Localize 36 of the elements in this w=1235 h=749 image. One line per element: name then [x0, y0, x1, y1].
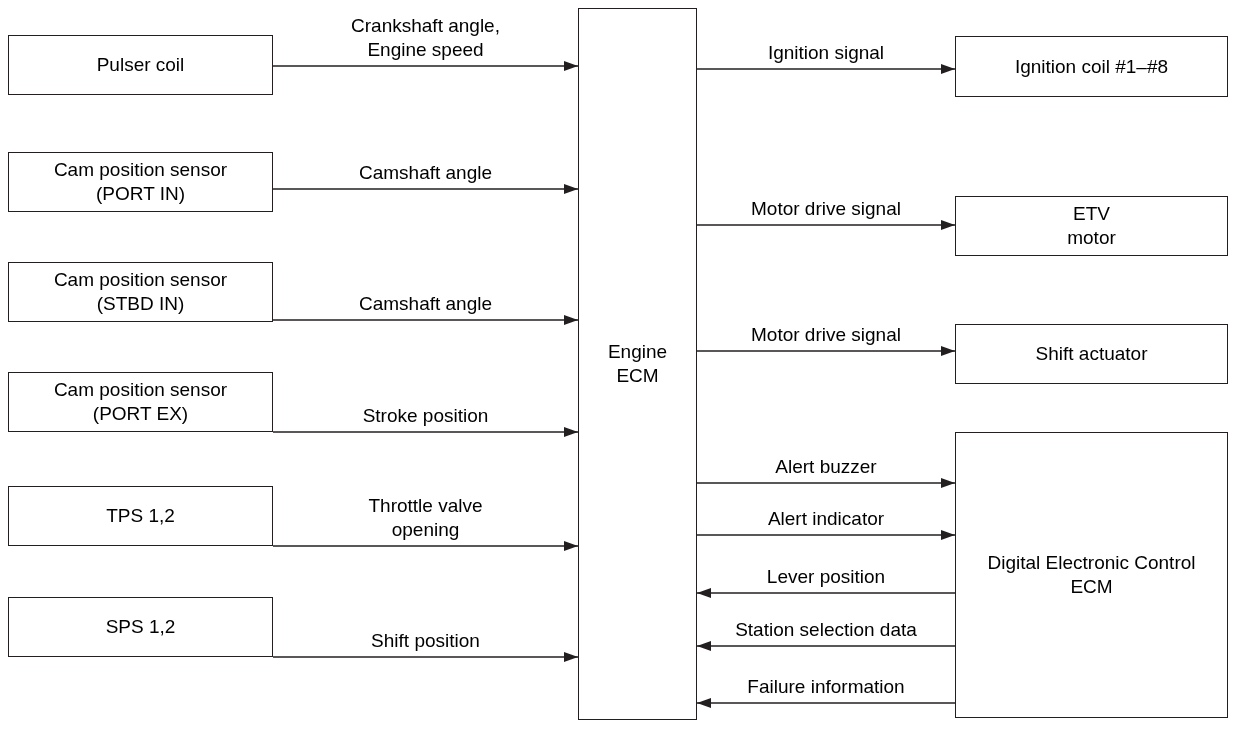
arrow — [272, 652, 579, 662]
block-box — [8, 152, 273, 212]
arrow — [272, 427, 579, 437]
block-label: Shift actuator — [1035, 342, 1148, 366]
arrow — [696, 478, 956, 488]
block-label: Cam position sensor (STBD IN) — [52, 268, 229, 316]
block-label: ETV motor — [1066, 202, 1117, 250]
block-box — [955, 36, 1228, 97]
block-label: SPS 1,2 — [105, 615, 176, 639]
block-label: Pulser coil — [96, 53, 185, 77]
block-box — [8, 262, 273, 322]
arrow — [272, 315, 579, 325]
block-box — [8, 35, 273, 95]
block-box — [955, 432, 1228, 718]
block-label: Cam position sensor (PORT IN) — [52, 158, 229, 206]
block-box — [8, 486, 273, 546]
arrow — [272, 184, 579, 194]
block-label: TPS 1,2 — [106, 504, 175, 528]
block-box — [578, 8, 697, 720]
block-label: Ignition coil #1–#8 — [1014, 54, 1169, 79]
arrow — [696, 346, 956, 356]
block-box — [955, 196, 1228, 256]
arrow — [696, 220, 956, 230]
arrow — [696, 64, 956, 74]
block-box — [8, 597, 273, 657]
block-box — [8, 372, 273, 432]
arrow — [696, 588, 956, 598]
block-label: Cam position sensor (PORT EX) — [52, 378, 229, 426]
arrow — [696, 530, 956, 540]
arrow — [696, 698, 956, 708]
arrow — [696, 641, 956, 651]
block-box — [955, 324, 1228, 384]
arrow — [272, 61, 579, 71]
block-label: Digital Electronic Control ECM — [986, 551, 1197, 599]
block-label: Engine ECM — [606, 340, 669, 388]
arrow — [272, 541, 579, 551]
